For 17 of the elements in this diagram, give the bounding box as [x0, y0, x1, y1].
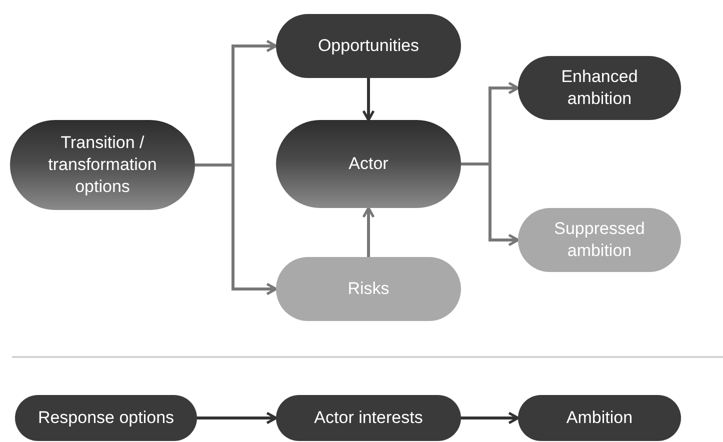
node-label: Transition / transformation options: [47, 132, 158, 198]
node-label: Risks: [348, 278, 390, 300]
node-label: Enhanced ambition: [560, 66, 639, 110]
rounded-node: [518, 395, 681, 441]
arrow: [362, 206, 375, 257]
arrow: [461, 162, 520, 246]
arrow: [362, 78, 375, 122]
rounded-node: [15, 395, 197, 441]
arrow: [461, 412, 520, 424]
node-label: Ambition: [566, 406, 633, 429]
arrow: [197, 412, 278, 424]
node-label: Suppressed ambition: [553, 218, 646, 262]
node-label: Actor interests: [314, 406, 423, 429]
node-label: Opportunities: [318, 34, 420, 57]
node-label: Actor: [348, 152, 388, 175]
node-label: Response options: [38, 406, 174, 429]
rounded-node: [276, 395, 461, 441]
